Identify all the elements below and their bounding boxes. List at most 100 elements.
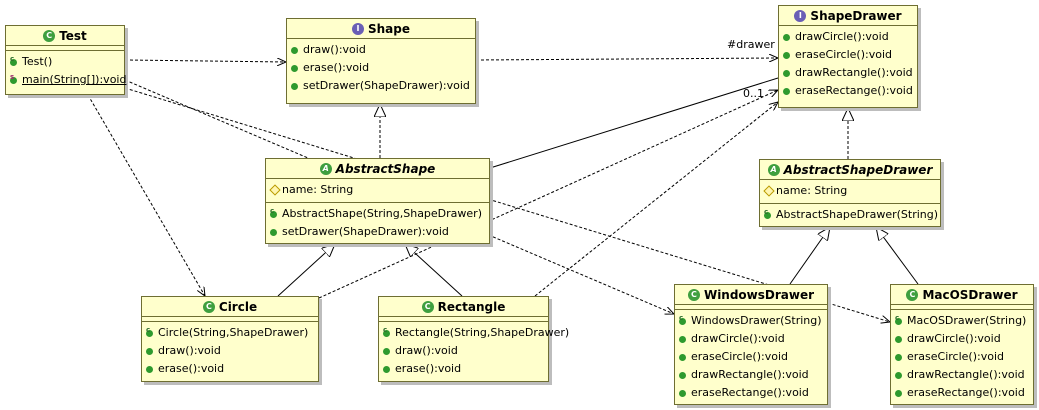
- public-method-icon: [679, 335, 686, 343]
- method-text: draw():void: [158, 344, 221, 357]
- method-icon: c: [383, 324, 395, 342]
- method-text: drawCircle():void: [795, 30, 889, 43]
- attributes-section: [379, 317, 548, 322]
- class-icon: C: [687, 288, 700, 301]
- method-icon: c: [764, 206, 776, 224]
- constructor-marker-icon: c: [270, 207, 275, 215]
- method-row: draw():void: [383, 342, 544, 360]
- method-row: erase():void: [291, 59, 471, 77]
- method-icon: [895, 384, 907, 402]
- class-icon: C: [202, 300, 215, 313]
- public-method-icon: [895, 317, 902, 325]
- public-method-icon: [270, 210, 277, 218]
- field-icon: [269, 181, 282, 199]
- method-text: erase():void: [303, 61, 370, 74]
- method-row: eraseCircle():void: [783, 46, 913, 64]
- method-icon: [146, 360, 158, 378]
- method-icon: [679, 348, 691, 366]
- association-multiplicity-label: 0..1: [743, 87, 764, 100]
- method-row: drawCircle():void: [783, 28, 913, 46]
- method-row: erase():void: [146, 360, 314, 378]
- class-name: Circle: [218, 299, 258, 314]
- method-row: draw():void: [146, 342, 314, 360]
- method-icon: s: [10, 71, 22, 89]
- constructor-marker-icon: c: [10, 55, 15, 63]
- class-icon: C: [906, 288, 919, 301]
- constructor-marker-icon: c: [146, 326, 151, 334]
- method-row: eraseRectange():void: [679, 384, 823, 402]
- public-method-icon: [291, 82, 298, 90]
- public-method-icon: [783, 87, 790, 95]
- class-name: MacOSDrawer: [922, 287, 1018, 302]
- method-text: main(String[]):void: [22, 73, 127, 86]
- method-icon: c: [679, 312, 691, 330]
- edge-gen-macos-absdrawer: [876, 227, 919, 285]
- constructor-marker-icon: c: [679, 314, 684, 322]
- class-name: AbstractShapeDrawer: [783, 162, 933, 177]
- public-method-icon: [764, 211, 771, 219]
- public-method-icon: [146, 329, 153, 337]
- method-text: AbstractShapeDrawer(String): [776, 208, 939, 221]
- method-row: drawRectangle():void: [895, 366, 1029, 384]
- method-icon: [270, 223, 282, 241]
- method-icon: [383, 342, 395, 360]
- edge-dep-test-windowsdrawer: [124, 79, 674, 314]
- method-row: eraseCircle():void: [679, 348, 823, 366]
- method-icon: [679, 366, 691, 384]
- public-method-icon: [679, 317, 686, 325]
- method-icon: [783, 64, 795, 82]
- public-method-icon: [383, 347, 390, 355]
- interface-icon: I: [351, 22, 364, 35]
- method-text: drawCircle():void: [691, 332, 785, 345]
- class-icon: C: [421, 300, 434, 313]
- method-text: drawRectangle():void: [691, 368, 809, 381]
- attribute-text: name: String: [776, 184, 848, 197]
- method-icon: c: [270, 205, 282, 223]
- method-row: drawCircle():void: [679, 330, 823, 348]
- method-text: Rectangle(String,ShapeDrawer): [395, 326, 570, 339]
- attribute-row: name: String: [269, 181, 485, 199]
- public-method-icon: [10, 76, 17, 84]
- method-row: eraseRectange():void: [783, 82, 913, 100]
- method-row: eraseRectange():void: [895, 384, 1029, 402]
- abstract-class-icon: A: [767, 163, 780, 176]
- public-method-icon: [679, 353, 686, 361]
- abstract-class-icon: A: [319, 162, 332, 175]
- method-icon: [895, 366, 907, 384]
- public-method-icon: [679, 389, 686, 397]
- method-text: eraseRectange():void: [795, 84, 913, 97]
- public-method-icon: [783, 33, 790, 41]
- edge-gen-circle-abstractshape: [277, 244, 335, 297]
- method-text: eraseRectange():void: [907, 386, 1025, 399]
- protected-field-icon: [269, 184, 281, 196]
- edge-dep-test-macosdrawer: [124, 87, 890, 322]
- public-method-icon: [291, 64, 298, 72]
- method-icon: [383, 360, 395, 378]
- method-text: Circle(String,ShapeDrawer): [158, 326, 309, 339]
- edge-dep-rect-shapedrawer: [534, 102, 778, 297]
- class-name: Rectangle: [437, 299, 506, 314]
